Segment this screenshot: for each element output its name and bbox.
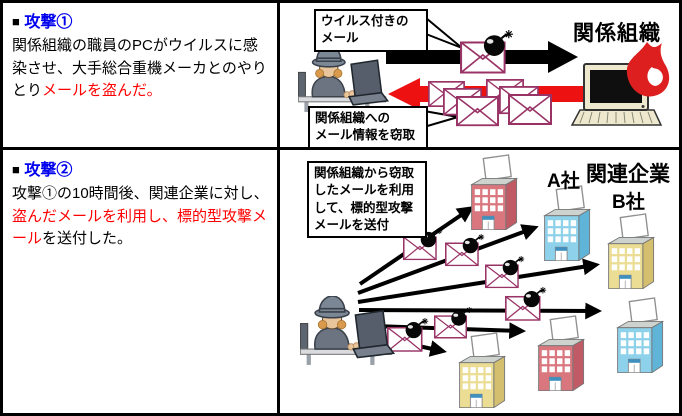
attack1-title: 攻撃① [24, 14, 73, 31]
targeted-mail-bomb-icon [388, 318, 428, 351]
callout-steal-mail-info: 関係組織への メール情報を窃取 [308, 106, 428, 149]
label-related-organization: 関係組織 [573, 22, 661, 45]
column-divider [277, 0, 280, 416]
building-yellow-bottom-icon [458, 332, 506, 408]
attack1-description: 関係組織の職員のPCがウイルスに感染させ、大手総合重機メーカとのやりとりメールを… [12, 35, 272, 103]
callout-targeted-attack: 関係組織から窃取 したメールを利用 して、標的型攻撃 メールを送付 [307, 161, 427, 238]
row-divider [0, 147, 682, 150]
targeted-mail-bomb-icon [506, 287, 546, 320]
label-company-a: A社 [547, 171, 580, 192]
attack1-text-red: メールを盗んだ。 [42, 82, 162, 99]
building-red-top-icon [470, 154, 518, 230]
attack2-title: 攻撃② [24, 162, 73, 179]
envelope-icon [456, 96, 499, 127]
attacker-icon [300, 296, 395, 366]
attacker-icon [298, 46, 389, 113]
flame-icon [626, 42, 670, 97]
attack1-diagram [298, 15, 670, 129]
victim-computer-icon [570, 63, 663, 126]
building-blue-bottom-icon [616, 297, 664, 373]
label-related-companies: 関連企業 [586, 163, 670, 186]
bullet-square-icon: ■ [12, 14, 20, 29]
attack2-panel: ■ 攻撃② 攻撃①の10時間後、関連企業に対し、盗んだメールを利用し、標的型攻撃… [12, 156, 272, 251]
attack2-text-red: 盗んだメールを利用し、標的型攻撃メール [12, 207, 268, 248]
building-company-b-icon [607, 213, 655, 289]
attack2-description: 攻撃①の10時間後、関連企業に対し、盗んだメールを利用し、標的型攻撃メールを送付… [12, 183, 272, 251]
envelope-icon [508, 94, 552, 125]
virus-mail-bomb-icon [461, 30, 513, 73]
attack1-panel: ■ 攻撃① 関係組織の職員のPCがウイルスに感染させ、大手総合重機メーカとのやり… [12, 8, 272, 103]
building-company-a-icon [543, 185, 591, 261]
attack1-heading: ■ 攻撃① [12, 8, 272, 32]
attack1-text-black: 関係組織の職員のPCがウイルスに感染させ、大手総合重機メーカとのやりとり [12, 37, 267, 99]
targeted-mail-bomb-icon [486, 256, 524, 288]
attack2-heading: ■ 攻撃② [12, 156, 272, 180]
building-red-bottom-icon [537, 315, 585, 391]
attack2-text-black2: を送付した。 [42, 230, 133, 247]
callout-virus-tail [425, 15, 463, 49]
callout-virus-mail: ウイルス付きの メール [314, 9, 428, 52]
targeted-mail-bomb-icon [446, 234, 484, 266]
bullet-square-icon: ■ [12, 162, 20, 177]
label-company-b: B社 [612, 192, 645, 213]
attack2-text-black1: 攻撃①の10時間後、関連企業に対し、 [12, 185, 269, 202]
